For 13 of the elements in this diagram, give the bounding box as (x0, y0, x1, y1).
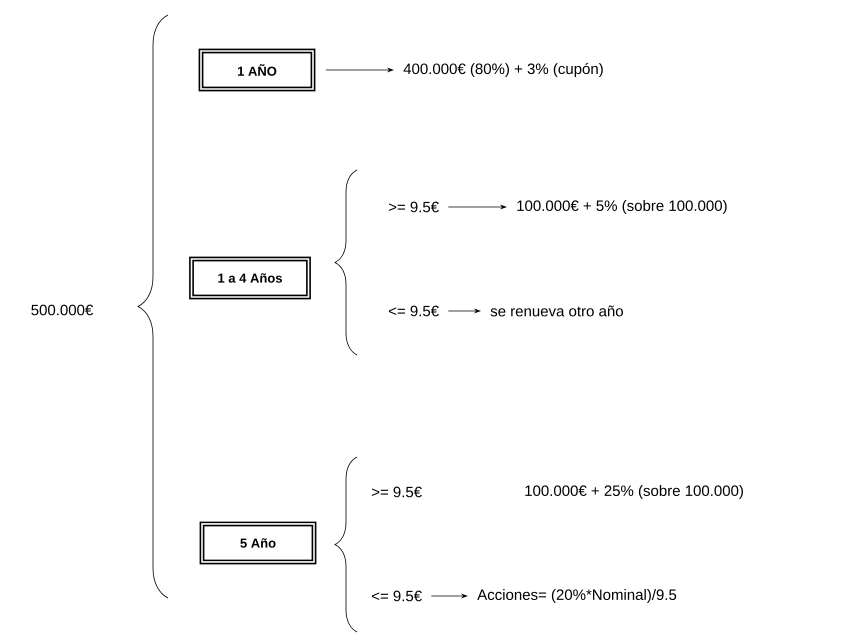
value-text: Acciones= (20%*Nominal)/9.5 (477, 589, 676, 603)
value-text: 500.000€ (31, 304, 94, 316)
year-box: 1 a 4 Años (189, 256, 311, 300)
year-box: 1 AÑO (198, 48, 316, 92)
value-text: 400.000€ (80%) + 3% (cupón) (404, 62, 603, 78)
value-text: se renueva otro año (490, 306, 623, 316)
value-text: <= 9.5€ (388, 306, 439, 316)
value-text: >= 9.5€ (388, 202, 439, 212)
value-text: 100.000€ + 25% (sobre 100.000) (525, 485, 743, 499)
value-text: >= 9.5€ (372, 486, 422, 498)
year-box: 5 Año (200, 522, 316, 564)
value-text: <= 9.5€ (372, 590, 422, 602)
value-text: 100.000€ + 5% (sobre 100.000) (517, 200, 727, 214)
